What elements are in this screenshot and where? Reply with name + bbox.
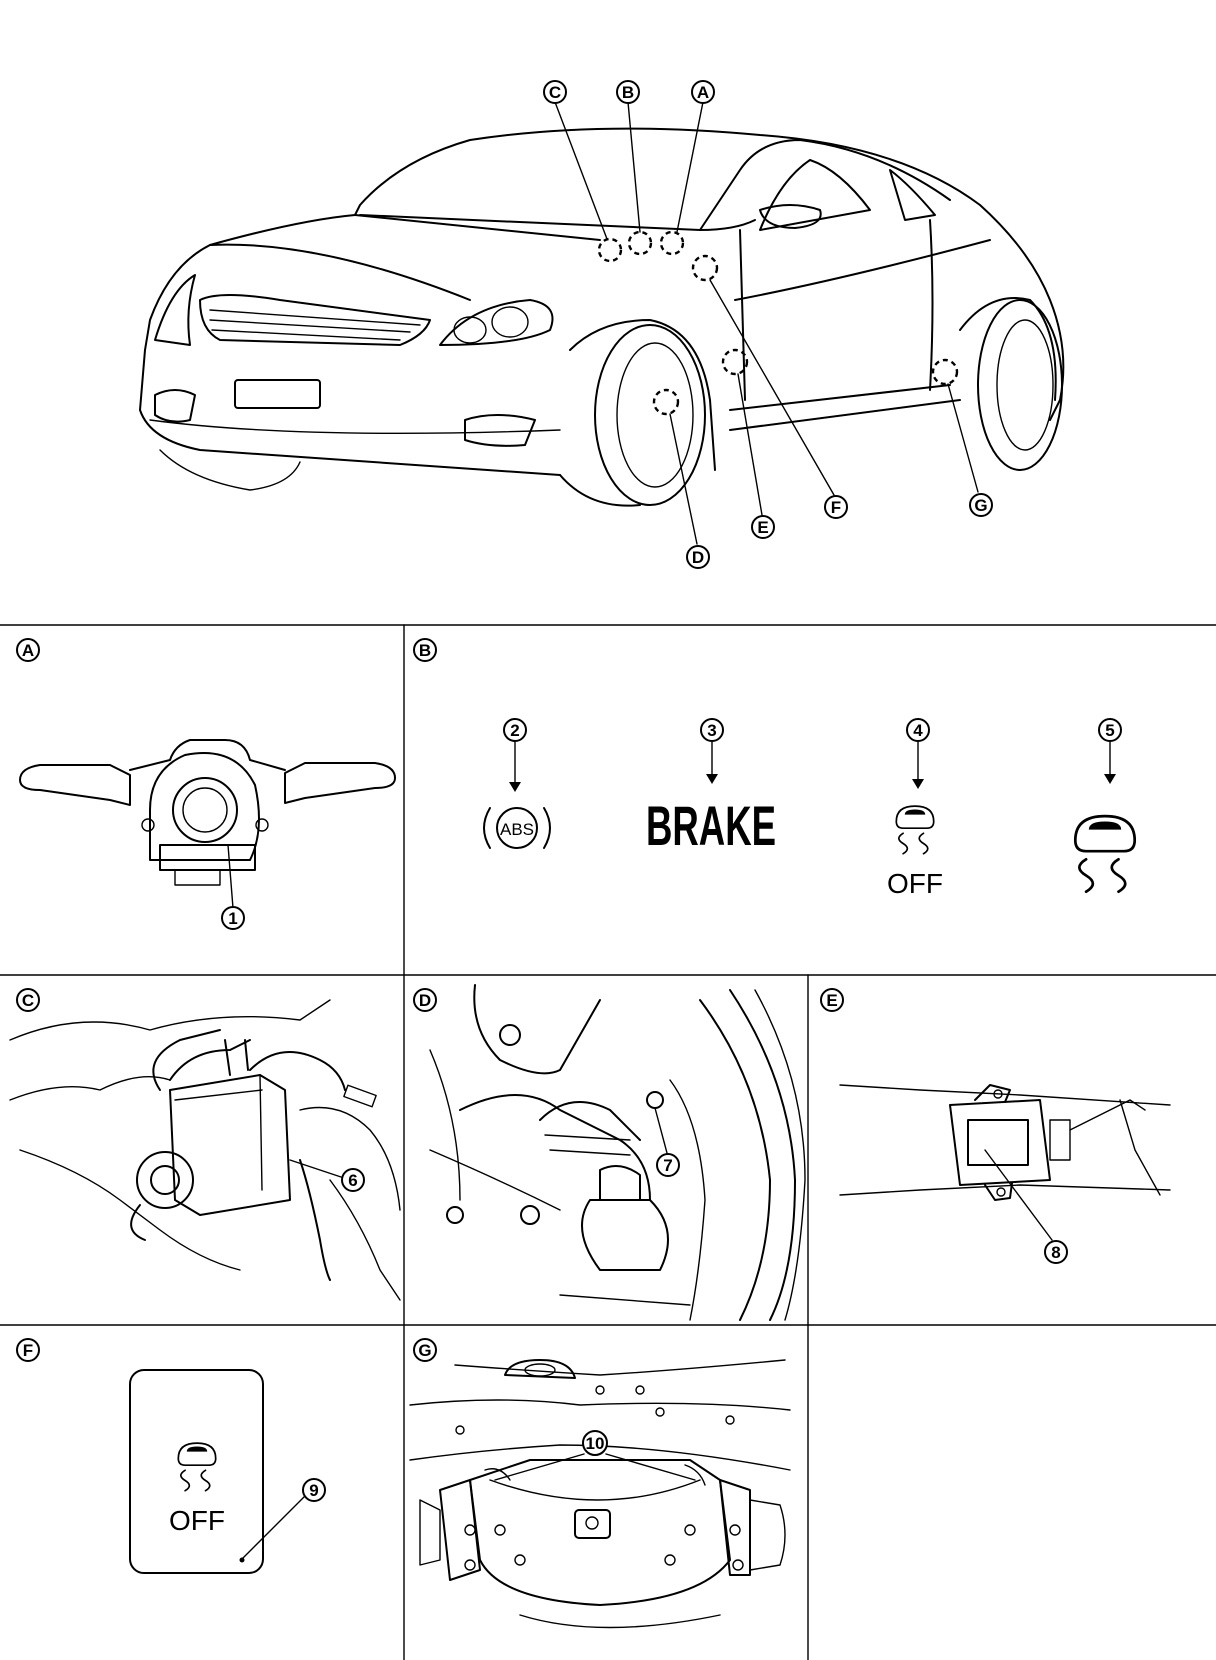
part-2-callout: 2 xyxy=(503,718,527,742)
vdc-off-indicator-icon: OFF xyxy=(887,805,943,899)
part-9-callout: 9 xyxy=(302,1478,326,1502)
svg-text:B: B xyxy=(419,641,431,660)
callout-a: A xyxy=(691,80,715,104)
callout-b: B xyxy=(616,80,640,104)
panel-g-label: G xyxy=(413,1338,437,1362)
svg-text:3: 3 xyxy=(707,721,716,740)
svg-text:C: C xyxy=(22,991,34,1010)
combination-switch-spiral-cable-drawing xyxy=(19,739,396,886)
svg-text:6: 6 xyxy=(348,1171,357,1190)
part-3-callout: 3 xyxy=(700,718,724,742)
vdc-off-switch-icon: OFF xyxy=(169,1442,225,1536)
svg-text:A: A xyxy=(22,641,34,660)
svg-text:F: F xyxy=(23,1341,33,1360)
callout-e: E xyxy=(751,515,775,539)
part-1-callout: 1 xyxy=(221,906,245,930)
svg-text:8: 8 xyxy=(1051,1243,1060,1262)
part-4-callout: 4 xyxy=(906,718,930,742)
svg-text:A: A xyxy=(697,83,709,102)
svg-text:9: 9 xyxy=(309,1481,318,1500)
callout-f: F xyxy=(824,495,848,519)
rear-differential-sensor-drawing xyxy=(409,1359,791,1629)
svg-text:F: F xyxy=(831,498,841,517)
callout-d: D xyxy=(686,545,710,569)
svg-text:G: G xyxy=(418,1341,431,1360)
svg-text:OFF: OFF xyxy=(169,1505,225,1536)
svg-text:OFF: OFF xyxy=(887,868,943,899)
part-7-callout: 7 xyxy=(656,1153,680,1177)
panel-d-label: D xyxy=(413,988,437,1012)
panel-e: E 8 xyxy=(820,988,1171,1264)
front-wheel-sensor-drawing xyxy=(429,984,806,1321)
overview-leaders xyxy=(554,101,979,545)
panel-c: C 6 xyxy=(9,988,401,1301)
svg-text:G: G xyxy=(974,496,987,515)
panel-f: F OFF 9 xyxy=(16,1338,326,1574)
part-8-callout: 8 xyxy=(1044,1240,1068,1264)
part-5-callout: 5 xyxy=(1098,718,1122,742)
panel-d: D 7 xyxy=(413,984,806,1321)
yaw-rate-sensor-drawing xyxy=(839,1084,1171,1201)
part-6-callout: 6 xyxy=(341,1168,365,1192)
panel-a: A 1 xyxy=(16,638,396,930)
abs-actuator-drawing xyxy=(9,999,401,1301)
brake-warning-lamp-text: BRAKE xyxy=(646,794,776,857)
panel-grid xyxy=(0,624,1216,1660)
svg-text:ABS: ABS xyxy=(500,820,534,839)
svg-text:1: 1 xyxy=(228,909,237,928)
panel-g: G xyxy=(409,1338,791,1629)
panel-e-label: E xyxy=(820,988,844,1012)
svg-text:D: D xyxy=(692,548,704,567)
svg-text:10: 10 xyxy=(586,1434,605,1453)
callout-c: C xyxy=(543,80,567,104)
svg-text:2: 2 xyxy=(510,721,519,740)
panel-c-label: C xyxy=(16,988,40,1012)
svg-text:E: E xyxy=(826,991,837,1010)
panel-f-label: F xyxy=(16,1338,40,1362)
svg-text:C: C xyxy=(549,83,561,102)
panel-b-label: B xyxy=(413,638,437,662)
slip-indicator-icon xyxy=(1073,814,1137,894)
part-10-callout: 10 xyxy=(582,1430,608,1456)
svg-text:B: B xyxy=(622,83,634,102)
panel-a-label: A xyxy=(16,638,40,662)
svg-text:4: 4 xyxy=(913,721,923,740)
svg-text:7: 7 xyxy=(663,1156,672,1175)
callout-g: G xyxy=(969,493,993,517)
svg-text:D: D xyxy=(419,991,431,1010)
abs-warning-lamp-icon: ABS xyxy=(483,807,551,849)
svg-text:E: E xyxy=(757,518,768,537)
location-markers xyxy=(597,230,959,416)
car-overview xyxy=(139,127,1065,507)
panel-b: B 2 ABS 3 BRAKE 4 OFF 5 xyxy=(413,638,1137,899)
overview-callouts: C B A D E F G xyxy=(543,80,993,569)
vdc-off-switch xyxy=(129,1369,264,1574)
svg-text:5: 5 xyxy=(1105,721,1114,740)
